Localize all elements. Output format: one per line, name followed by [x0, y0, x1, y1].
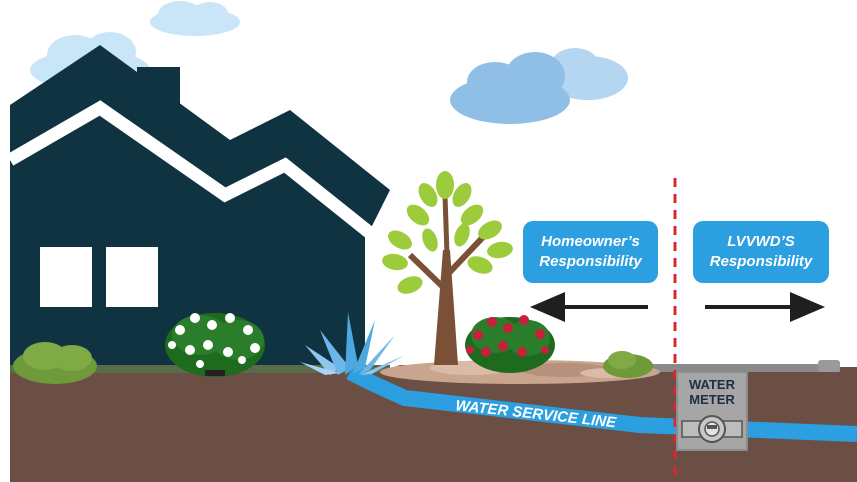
green-shrub-icon: [13, 342, 97, 384]
homeowner-responsibility-label: Homeowner’s Responsibility: [523, 221, 658, 283]
water-meter-icon: WATER METER: [676, 371, 748, 451]
agave-icon: [300, 312, 405, 375]
cloud-icon: [150, 1, 240, 36]
house-window: [40, 247, 92, 307]
white-flower-bush-icon: [165, 313, 265, 377]
lvvwd-responsibility-label: LVVWD’S Responsibility: [693, 221, 829, 283]
homeowner-label-line2: Responsibility: [539, 253, 642, 270]
cloud-icon: [450, 48, 628, 124]
rose-bush-icon: [465, 315, 555, 373]
lvvwd-label-line2: Responsibility: [709, 253, 813, 270]
tree-icon: [382, 171, 513, 365]
lvvwd-label-line1: LVVWD’S: [727, 233, 795, 250]
water-meter-label-line1: WATER: [689, 377, 736, 392]
left-arrow-icon: [530, 292, 648, 322]
water-service-line-pipe: [346, 364, 857, 442]
house-window: [106, 247, 158, 307]
right-arrow-icon: [705, 292, 825, 322]
water-meter-label-line2: METER: [689, 392, 735, 407]
homeowner-label-line1: Homeowner’s: [541, 233, 640, 250]
green-shrub-icon: [603, 351, 653, 378]
